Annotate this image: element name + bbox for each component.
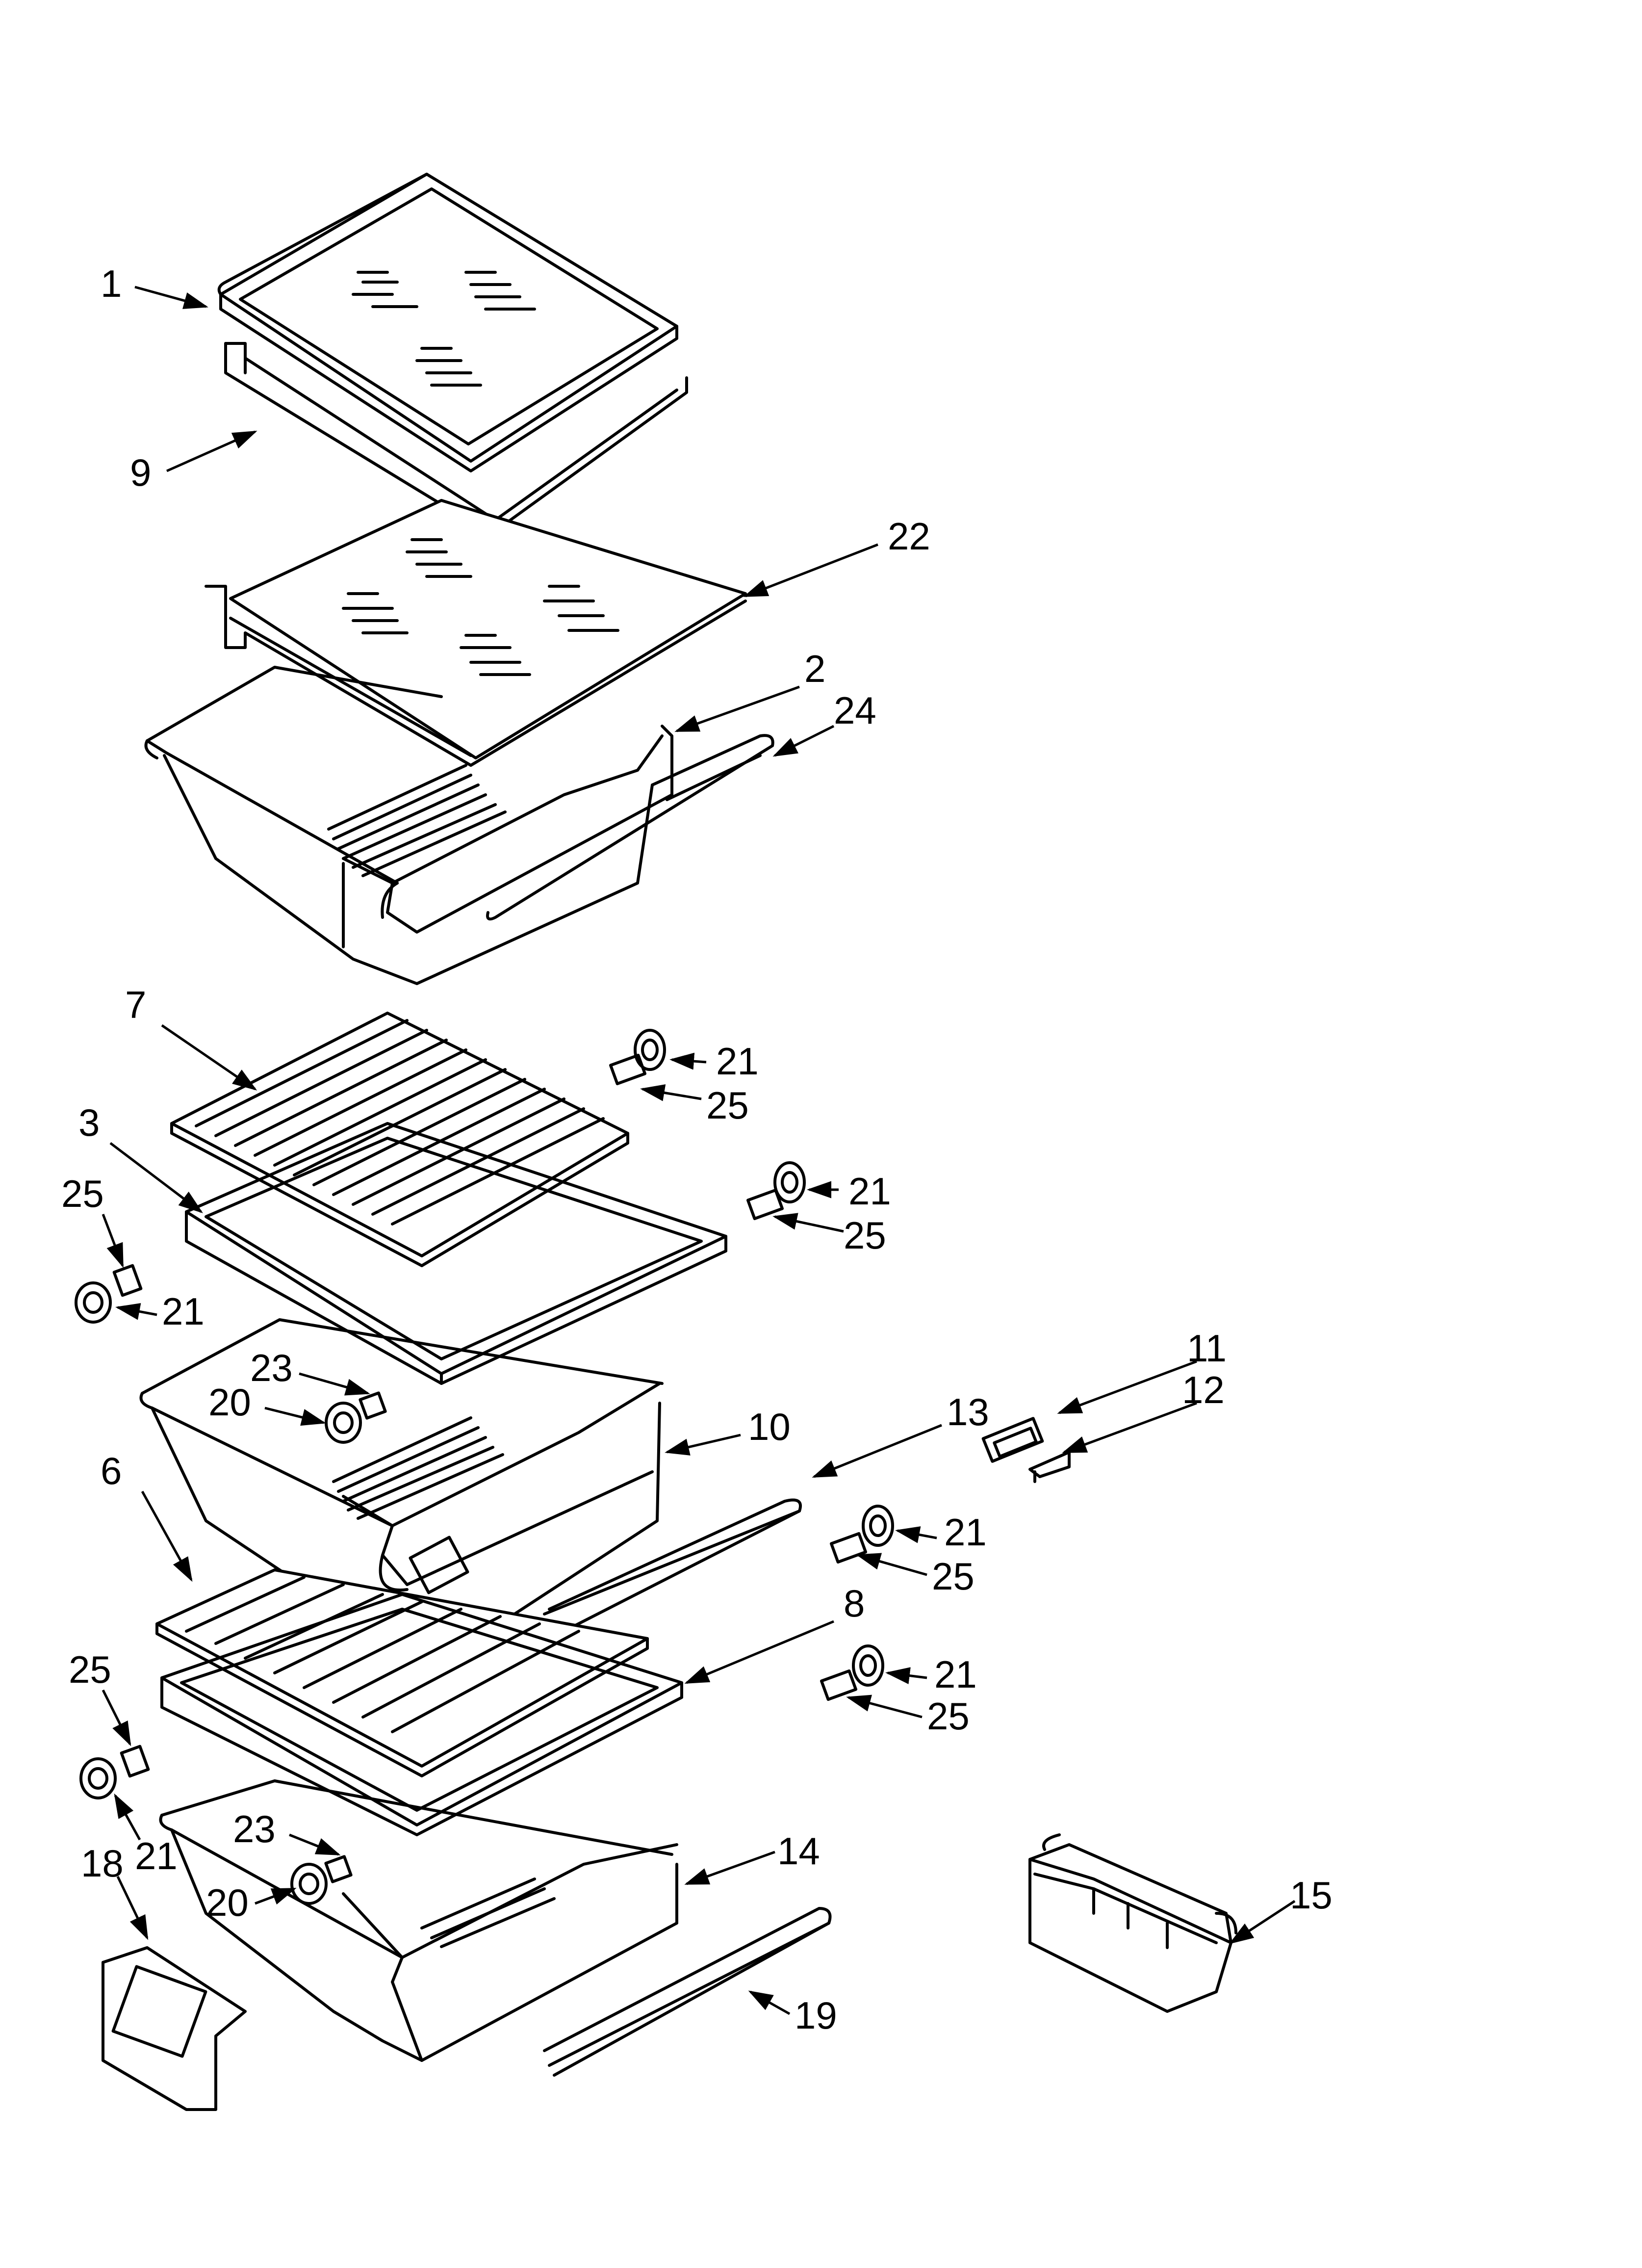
callout-22: 22 — [888, 515, 930, 558]
part-cover-frame — [185, 1122, 727, 1385]
part-crisper-upper — [144, 666, 673, 985]
callout-24: 24 — [834, 689, 876, 732]
callout-6: 6 — [101, 1449, 122, 1492]
callout-20: 20 — [208, 1381, 251, 1424]
callout-10: 10 — [748, 1405, 791, 1448]
callout-25: 25 — [927, 1694, 970, 1738]
callout-25: 25 — [706, 1084, 749, 1127]
callout-14: 14 — [777, 1829, 820, 1873]
callout-1: 1 — [101, 262, 122, 305]
callout-21: 21 — [944, 1511, 987, 1554]
callout-25: 25 — [69, 1648, 111, 1691]
leader-lines — [102, 286, 1296, 2015]
hardware-wheels-screws — [75, 1029, 894, 1905]
callout-2: 2 — [804, 647, 825, 690]
callout-21: 21 — [162, 1290, 205, 1333]
callout-labels: 1 9 22 2 24 7 21 25 3 21 25 25 21 11 12 … — [61, 262, 1333, 2037]
callout-21: 21 — [135, 1834, 178, 1877]
callout-8: 8 — [844, 1582, 865, 1625]
callout-21: 21 — [934, 1653, 977, 1696]
callout-12: 12 — [1182, 1368, 1225, 1411]
callout-19: 19 — [795, 1994, 837, 2037]
part-glass-shelf — [205, 499, 747, 767]
callout-25: 25 — [844, 1214, 886, 1257]
part-lower-cover — [155, 1568, 649, 1777]
callout-11: 11 — [1187, 1327, 1227, 1370]
part-lower-cover-frame — [160, 1593, 683, 1836]
callout-21: 21 — [716, 1040, 759, 1083]
part-label-holder — [102, 1946, 247, 2111]
part-crisper-middle — [139, 1318, 664, 1679]
callout-25: 25 — [932, 1555, 975, 1598]
part-trim-strip-upper — [486, 734, 774, 921]
part-trim-strip-middle — [543, 1498, 802, 1635]
callout-23: 23 — [250, 1346, 293, 1389]
callout-20: 20 — [206, 1881, 249, 1924]
part-shelf-top — [217, 173, 678, 472]
callout-21: 21 — [848, 1170, 891, 1213]
callout-23: 23 — [233, 1807, 276, 1851]
part-trim-strip-lower — [543, 1907, 832, 2077]
callout-3: 3 — [78, 1101, 100, 1144]
callout-9: 9 — [130, 451, 151, 494]
callout-25: 25 — [61, 1172, 104, 1215]
callout-13: 13 — [947, 1390, 989, 1434]
callout-7: 7 — [125, 983, 146, 1026]
part-storage-bin — [1028, 1833, 1237, 2013]
part-crisper-lower — [159, 1779, 678, 2062]
part-drawer-cover — [170, 1012, 629, 1267]
part-bracket-11-12 — [981, 1417, 1071, 1483]
callout-18: 18 — [81, 1842, 124, 1885]
callout-15: 15 — [1290, 1874, 1333, 1917]
